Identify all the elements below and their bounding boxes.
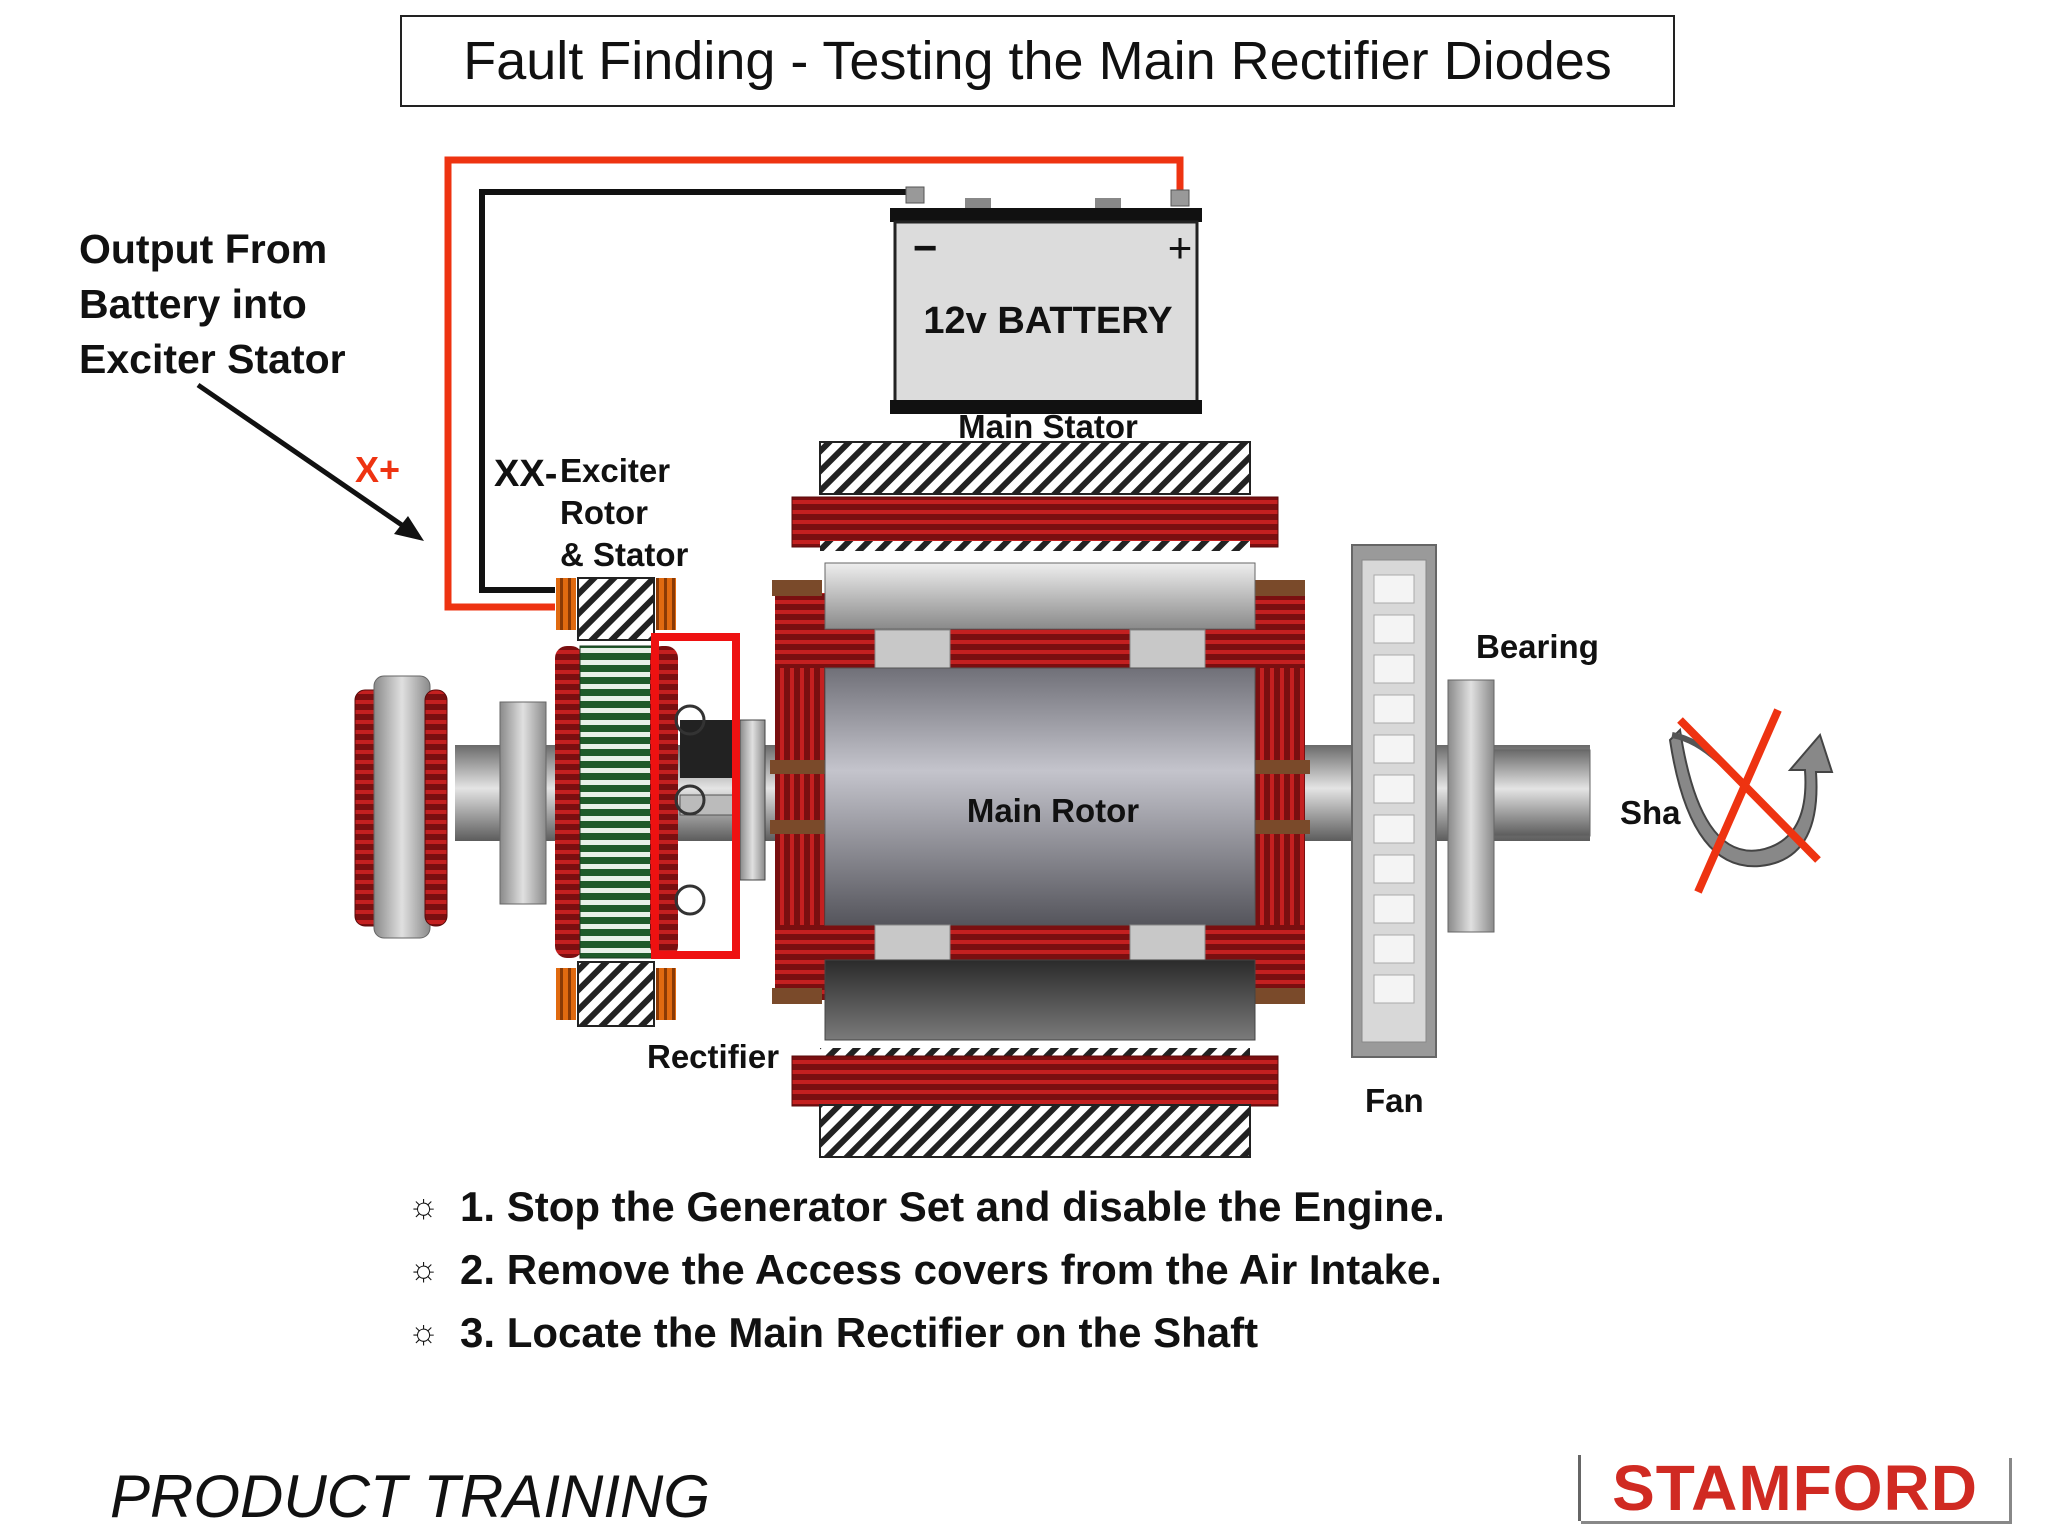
output-arrow [196,382,414,535]
step-item: ☼ 2. Remove the Access covers from the A… [408,1238,1445,1301]
pole-top [824,562,1256,630]
battery: − + 12v BATTERY [890,198,1202,414]
main-stator-bottom [791,1048,1279,1158]
exciter-label-line2: Rotor [560,494,648,531]
right-bearing [1447,679,1495,933]
exciter-assembly [555,577,678,1027]
page-title: Fault Finding - Testing the Main Rectifi… [463,31,1612,91]
battery-positive-label: + [1168,224,1193,271]
rectifier-diodes [674,704,766,916]
sun-bullet-icon: ☼ [408,1250,440,1288]
exciter-label-line3: & Stator [560,536,689,573]
step-item: ☼ 1. Stop the Generator Set and disable … [408,1175,1445,1238]
output-label-line2: Battery into [79,281,307,327]
exciter-label-line1: Exciter [560,452,670,489]
step-text: 1. Stop the Generator Set and disable th… [460,1182,1445,1230]
pmg-coil [354,675,448,939]
rectifier-highlight-box [651,633,740,959]
output-label-line1: Output From [79,226,328,272]
fan [1351,544,1437,1058]
sun-bullet-icon: ☼ [408,1187,440,1225]
output-label-line3: Exciter Stator [79,336,346,382]
step-text: 2. Remove the Access covers from the Air… [460,1245,1442,1293]
brand-text: STAMFORD [1612,1452,1978,1524]
cross-line-1 [1677,717,1821,863]
bearing-label: Bearing [1476,628,1599,665]
battery-negative-label: − [913,224,938,271]
main-stator-top [791,441,1279,551]
main-stator-label: Main Stator [958,408,1138,445]
rectifier-label: Rectifier [647,1038,779,1075]
main-rotor-core [824,667,1256,926]
battery-label: 12v BATTERY [923,300,1172,342]
stamford-logo: STAMFORD [1578,1452,2009,1524]
output-label: Output From Battery into Exciter Stator [79,222,346,387]
cross-line-2 [1694,708,1782,894]
x-plus-label: X+ [355,449,400,490]
step-text: 3. Locate the Main Rectifier on the Shaf… [460,1308,1259,1356]
footer-product-training: PRODUCT TRAINING [110,1463,710,1530]
pole-bottom [824,959,1256,1041]
steps-list: ☼ 1. Stop the Generator Set and disable … [408,1175,1445,1364]
title-box: Fault Finding - Testing the Main Rectifi… [400,15,1675,107]
xx-minus-label: XX- [494,453,557,495]
red-positive-wire [444,156,1184,611]
step-item: ☼ 3. Locate the Main Rectifier on the Sh… [408,1301,1445,1364]
shaft-label: Sha [1620,794,1681,831]
left-bearing [499,701,547,905]
main-rotor-label: Main Rotor [967,792,1139,829]
fan-label: Fan [1365,1082,1424,1119]
sun-bullet-icon: ☼ [408,1313,440,1351]
